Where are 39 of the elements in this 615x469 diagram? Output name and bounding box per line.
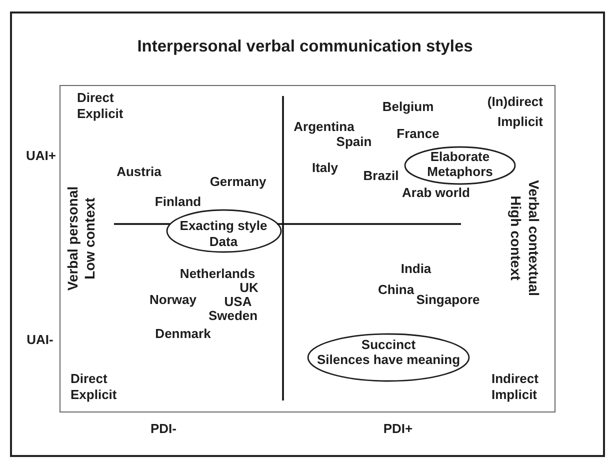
country-label: UK <box>240 280 258 294</box>
country-label: Sweden <box>208 308 258 322</box>
style-trait: Silences have meaning <box>316 352 460 368</box>
country-label: Belgium <box>382 100 434 114</box>
quadrant-label: Direct Explicit <box>77 90 124 122</box>
country-label: China <box>378 283 414 297</box>
style-ellipse <box>404 146 516 184</box>
country-label: Finland <box>154 195 202 209</box>
axis-title: Verbal contextual High context <box>507 179 543 298</box>
style-name: Exacting style <box>180 218 268 234</box>
country-label: India <box>400 262 432 276</box>
chart-title: Interpersonal verbal communication styles <box>137 38 473 56</box>
quadrant-label: Direct Explicit <box>70 371 118 403</box>
country-label: Arab world <box>402 186 470 200</box>
style-trait: Metaphors <box>427 164 493 180</box>
quadrant-label: Indirect Implicit <box>492 371 540 403</box>
style-ellipse <box>307 333 470 382</box>
country-label: Spain <box>336 134 372 149</box>
country-label: Singapore <box>416 293 480 307</box>
country-label: Netherlands <box>180 266 256 280</box>
country-label: Germany <box>210 175 266 189</box>
country-label: Denmark <box>155 327 211 341</box>
axis-label: UAI+ <box>26 149 56 163</box>
style-name: Succinct <box>361 336 416 352</box>
style-trait: Data <box>209 234 238 250</box>
country-label: Argentina <box>294 120 354 134</box>
axis-label: UAI- <box>26 333 54 347</box>
country-label: Austria <box>116 165 162 179</box>
axis-title: Verbal personal Low context <box>64 185 97 293</box>
country-label: Brazil <box>363 169 399 183</box>
style-name: Elaborate <box>430 148 490 164</box>
country-label: USA <box>224 294 252 308</box>
axis-label: PDI+ <box>383 422 413 436</box>
country-label: Italy <box>312 160 338 174</box>
country-label: Norway <box>150 293 196 307</box>
style-ellipse <box>166 209 282 253</box>
quadrant-label: (In)direct Implicit <box>486 93 543 131</box>
country-label: France <box>396 127 440 141</box>
axis-label: PDI- <box>150 422 176 436</box>
